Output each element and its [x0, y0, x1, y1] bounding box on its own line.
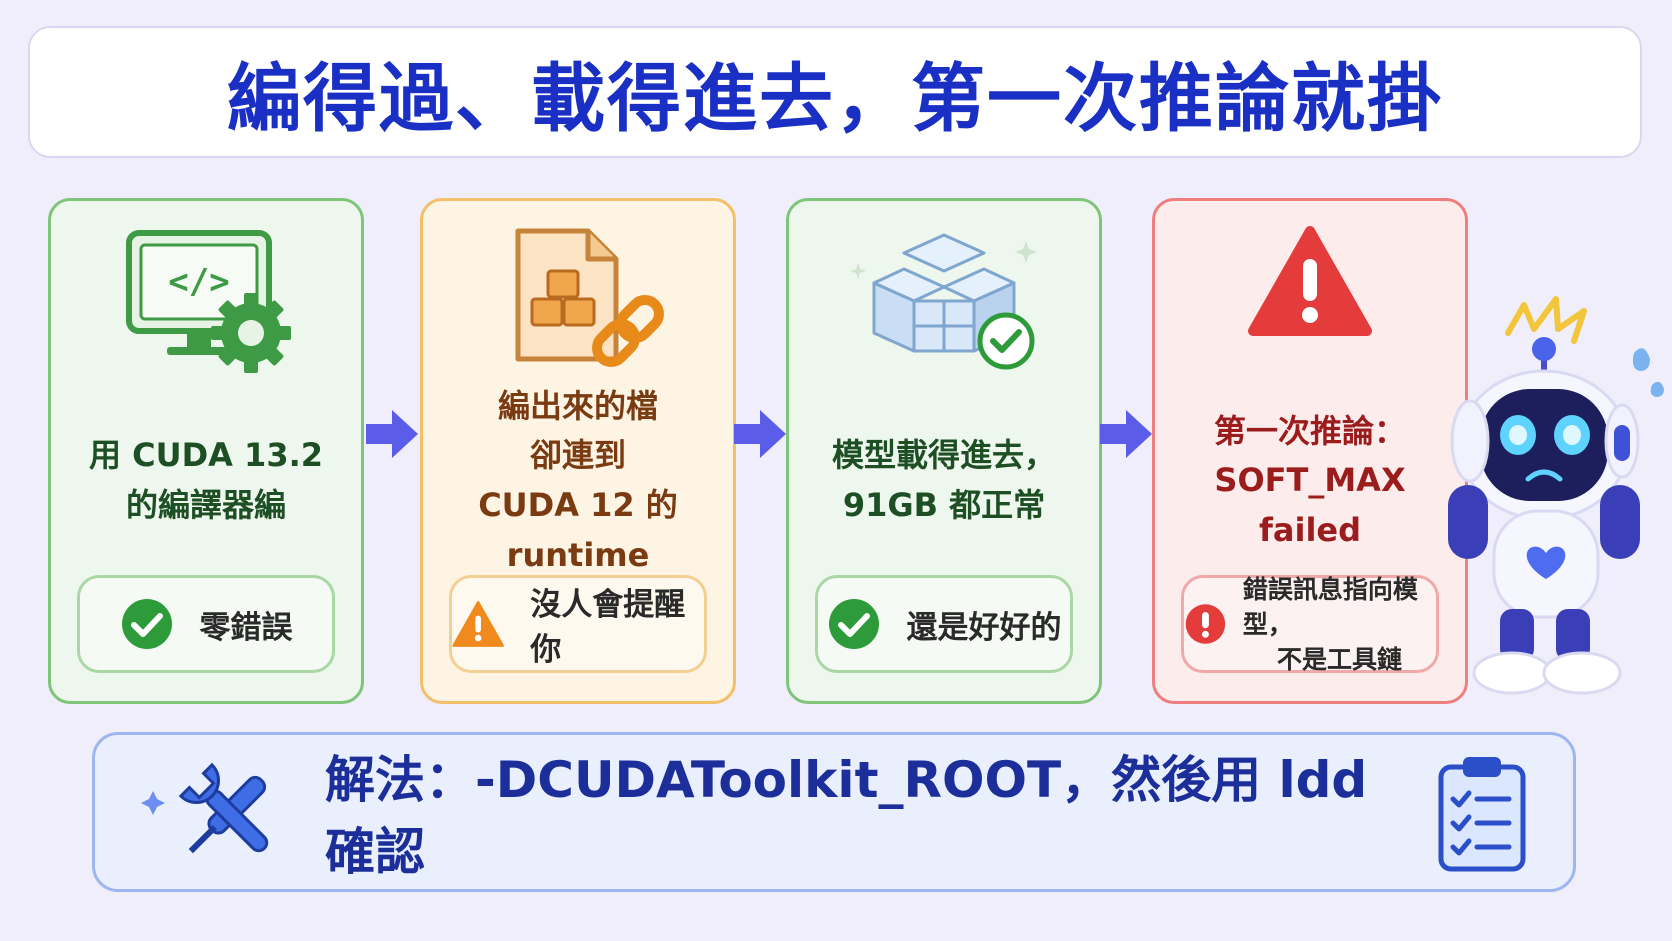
step-card-1: </> 用 CUDA 13.2 的編譯器編 — [48, 198, 364, 704]
svg-text:</>: </> — [168, 262, 229, 302]
step-1-text: 用 CUDA 13.2 的編譯器編 — [59, 401, 353, 561]
step-3-text: 模型載得進去， 91GB 都正常 — [797, 401, 1091, 561]
title-banner: 編得過、載得進去，第一次推論就掛 — [28, 26, 1642, 158]
step-2-line-1: 編出來的檔 — [497, 386, 658, 425]
step-card-2: 編出來的檔 卻連到 CUDA 12 的 runtime 沒人會提醒你 — [420, 198, 736, 704]
step-1-status: 零錯誤 — [77, 575, 335, 673]
step-3-status: 還是好好的 — [815, 575, 1073, 673]
step-2-line-3: CUDA 12 的 runtime — [478, 486, 678, 574]
model-cubes-check-icon — [789, 223, 1099, 393]
clipboard-checklist-icon — [1438, 757, 1526, 872]
step-4-status-label: 錯誤訊息指向模型， 不是工具鏈 — [1243, 572, 1436, 677]
warning-triangle-icon — [452, 601, 504, 647]
step-4-status-line-1: 錯誤訊息指向模型， — [1242, 574, 1418, 639]
file-link-icon — [423, 223, 733, 393]
step-1-status-label: 零錯誤 — [199, 609, 293, 646]
step-3-line-2: 91GB 都正常 — [842, 486, 1046, 524]
worried-robot-mascot — [1448, 296, 1664, 695]
monitor-code-gear-icon: </> — [51, 223, 361, 393]
step-4-status-line-2: 不是工具鏈 — [1276, 644, 1402, 674]
step-2-text: 編出來的檔 卻連到 CUDA 12 的 runtime — [431, 387, 725, 574]
step-1-line-2: 的編譯器編 — [125, 486, 286, 524]
solution-bar: 解法：-DCUDAToolkit_ROOT，然後用 ldd 確認 — [92, 732, 1576, 892]
page-title: 編得過、載得進去，第一次推論就掛 — [227, 55, 1443, 142]
step-3-line-1: 模型載得進去， — [831, 436, 1056, 475]
step-4-status: 錯誤訊息指向模型， 不是工具鏈 — [1181, 575, 1439, 674]
step-1-line-1: 用 CUDA 13.2 — [88, 436, 324, 475]
step-4-line-1: 第一次推論： — [1213, 411, 1406, 450]
check-circle-icon — [828, 599, 879, 649]
step-card-3: 模型載得進去， 91GB 都正常 還是好好的 — [786, 198, 1102, 704]
step-card-4: 第一次推論： SOFT_MAX failed 錯誤訊息指向模型， 不是工具鏈 — [1152, 198, 1468, 704]
arrow-right-icon — [734, 410, 786, 458]
step-2-line-2: 卻連到 — [529, 436, 626, 475]
step-4-text: 第一次推論： SOFT_MAX failed — [1163, 401, 1457, 561]
step-2-status: 沒人會提醒你 — [449, 575, 707, 673]
arrow-right-icon — [366, 410, 418, 458]
step-4-line-2: SOFT_MAX failed — [1214, 461, 1406, 549]
solution-text: 解法：-DCUDAToolkit_ROOT，然後用 ldd 確認 — [325, 751, 1368, 881]
arrow-right-icon — [1100, 410, 1152, 458]
step-2-status-label: 沒人會提醒你 — [530, 587, 686, 668]
step-3-status-label: 還是好好的 — [906, 609, 1062, 646]
tools-icon — [141, 762, 269, 854]
error-triangle-icon — [1155, 223, 1465, 393]
check-circle-icon — [121, 599, 172, 649]
error-circle-icon — [1185, 604, 1226, 644]
